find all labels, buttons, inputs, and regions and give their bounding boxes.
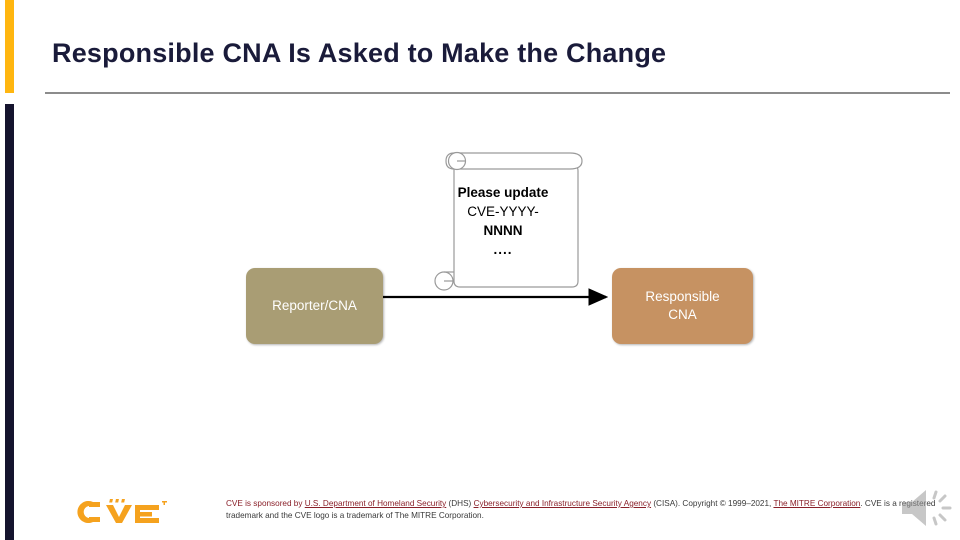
scroll-shape-icon <box>434 151 583 291</box>
accent-bar-top <box>5 0 14 93</box>
footer-prefix: CVE is sponsored by <box>226 499 305 508</box>
scroll-note-line-1: Please update <box>457 185 549 200</box>
scroll-note-line-2: CVE-YYYY- <box>467 204 539 219</box>
connector-arrow-icon <box>380 288 609 306</box>
speaker-icon[interactable] <box>898 482 954 534</box>
link-cisa[interactable]: Cybersecurity and Infrastructure Securit… <box>473 499 652 508</box>
footer-trademark-note: . CVE is a registered trademark and the … <box>226 499 936 520</box>
footer-mid: (DHS) <box>446 499 474 508</box>
node-reporter-cna-label: Reporter/CNA <box>272 298 357 313</box>
node-responsible-cna-label-line2: CNA <box>668 307 697 322</box>
node-responsible-cna-label: Responsible CNA <box>645 288 719 324</box>
page-title: Responsible CNA Is Asked to Make the Cha… <box>52 38 667 68</box>
node-reporter-cna[interactable]: Reporter/CNA <box>246 268 383 344</box>
title-divider <box>45 92 950 94</box>
node-responsible-cna-label-line1: Responsible <box>645 289 720 304</box>
scroll-note: Please update CVE-YYYY- NNNN .... <box>432 145 592 291</box>
scroll-note-text: Please update CVE-YYYY- NNNN .... <box>444 183 562 259</box>
scroll-note-line-4: .... <box>493 242 513 257</box>
node-responsible-cna[interactable]: Responsible CNA <box>612 268 753 344</box>
accent-bar-bottom <box>5 104 14 540</box>
scroll-note-line-3: NNNN <box>483 223 523 238</box>
link-mitre[interactable]: The MITRE Corporation <box>773 499 861 508</box>
cve-logo-icon <box>77 499 167 523</box>
footer-copyright-years: (CISA). Copyright © 1999–2021, <box>651 499 774 508</box>
link-dhs[interactable]: U.S. Department of Homeland Security <box>304 499 447 508</box>
footer-copyright: CVE is sponsored by U.S. Department of H… <box>226 498 938 521</box>
